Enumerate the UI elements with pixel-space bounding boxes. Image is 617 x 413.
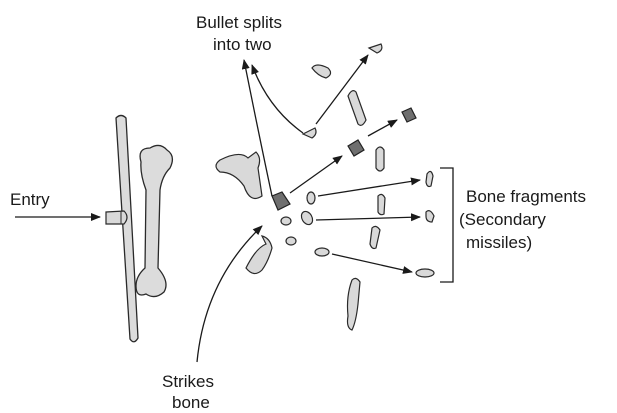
bullet-splits-label-1: Bullet splits — [196, 13, 282, 32]
fragments-bracket — [440, 168, 453, 282]
bullet-pieces — [272, 44, 416, 210]
fragment-7 — [307, 192, 315, 204]
arrow-to-fragment-13 — [316, 217, 420, 220]
fragment-14 — [416, 269, 434, 277]
bullet-piece-3 — [348, 140, 364, 156]
bone-fragments — [216, 65, 434, 330]
bullet-strike — [272, 192, 290, 210]
fragment-2 — [348, 91, 366, 126]
arrow-to-piece-3 — [290, 156, 342, 193]
fragment-1 — [312, 65, 331, 78]
strikes-label-1: Strikes — [162, 372, 214, 391]
lower-fragment — [246, 236, 272, 274]
femur-bone — [136, 145, 172, 296]
arrow-to-fragment-12 — [318, 180, 420, 196]
fragment-8 — [281, 217, 291, 225]
strikes-label-2: bone — [172, 393, 210, 412]
fragment-12 — [426, 171, 433, 186]
skin-layer — [116, 116, 138, 342]
fragment-9 — [299, 209, 315, 226]
fragment-5 — [370, 226, 380, 248]
arrow-to-fragment-14 — [332, 254, 412, 272]
fragment-13 — [426, 211, 434, 222]
bullet-entry — [106, 211, 127, 224]
fragment-11 — [315, 248, 329, 256]
arrow-split-curve — [252, 65, 303, 133]
bullet-splits-label-2: into two — [213, 35, 272, 54]
large-fragment — [216, 152, 262, 198]
bullet-piece-4 — [402, 108, 416, 122]
bullet-half-1 — [303, 128, 316, 138]
fragment-6 — [348, 278, 361, 330]
bone-fragments-label-3: missiles) — [466, 233, 532, 252]
fragment-4 — [378, 194, 385, 214]
entry-label: Entry — [10, 190, 50, 209]
fragment-3 — [376, 147, 384, 171]
trajectory-arrows — [197, 55, 420, 362]
arrow-to-piece-4 — [368, 120, 397, 136]
bullet-half-2 — [369, 44, 382, 53]
arrow-strikes-bone — [197, 226, 262, 362]
bone-fragments-label-2: (Secondary — [459, 210, 546, 229]
fragment-10 — [286, 237, 296, 245]
bone-fragments-label-1: Bone fragments — [466, 187, 586, 206]
